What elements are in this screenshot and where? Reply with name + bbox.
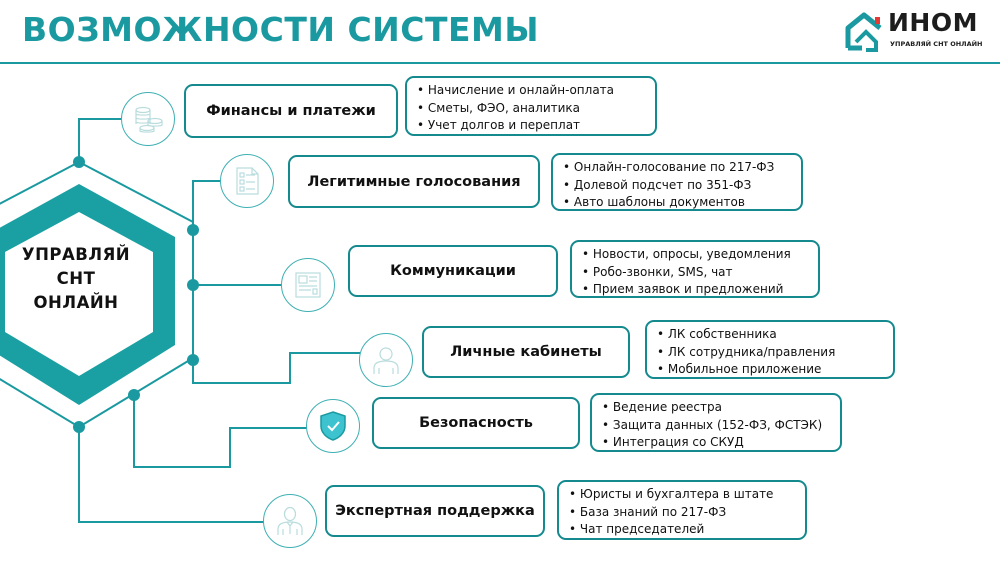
node-dot [73, 156, 85, 168]
details-voting: Онлайн-голосование по 217-ФЗ Долевой под… [551, 153, 803, 211]
details-accounts: ЛК собственника ЛК сотрудника/правления … [645, 320, 895, 379]
connector-security [133, 395, 313, 468]
details-security: Ведение реестра Защита данных (152-ФЗ, Ф… [590, 393, 842, 452]
detail-item: Мобильное приложение [657, 361, 893, 379]
center-label-line: УПРАВЛЯЙ [21, 245, 131, 264]
newsletter-icon [295, 272, 321, 298]
feature-expert: Экспертная поддержка [325, 485, 545, 537]
detail-item: Юристы и бухгалтера в штате [569, 486, 805, 504]
detail-item: Робо-звонки, SMS, чат [582, 264, 818, 282]
detail-item: База знаний по 217-ФЗ [569, 504, 805, 522]
voting-icon-circle [220, 154, 274, 208]
accounts-icon-circle [359, 333, 413, 387]
feature-communications: Коммуникации [348, 245, 558, 297]
node-dot [128, 389, 140, 401]
detail-item: Ведение реестра [602, 399, 840, 417]
detail-item: Начисление и онлайн-оплата [417, 82, 655, 100]
detail-item: Защита данных (152-ФЗ, ФСТЭК) [602, 417, 840, 435]
detail-item: Интеграция со СКУД [602, 434, 840, 452]
connector-finance [78, 118, 122, 162]
detail-item: Долевой подсчет по 351-ФЗ [563, 177, 801, 195]
center-label: УПРАВЛЯЙ СНТ ОНЛАЙН [16, 243, 136, 315]
coins-icon [135, 106, 163, 133]
communications-icon-circle [281, 258, 335, 312]
feature-voting: Легитимные голосования [288, 155, 540, 208]
center-hexagon-inner [5, 212, 153, 376]
expert-person-icon [277, 506, 303, 535]
finance-icon-circle [121, 92, 175, 146]
detail-item: ЛК сотрудника/правления [657, 344, 893, 362]
details-finance: Начисление и онлайн-оплата Сметы, ФЭО, а… [405, 76, 657, 136]
logo: ИНОМ УПРАВЛЯЙ СНТ ОНЛАЙН [842, 8, 992, 55]
node-dot [187, 224, 199, 236]
header-divider [0, 62, 1000, 64]
node-dot [73, 421, 85, 433]
page-title: ВОЗМОЖНОСТИ СИСТЕМЫ [22, 10, 540, 49]
expert-icon-circle [263, 494, 317, 548]
detail-item: Учет долгов и переплат [417, 117, 655, 135]
detail-item: Сметы, ФЭО, аналитика [417, 100, 655, 118]
checklist-document-icon [236, 167, 259, 195]
center-label-line: СНТ [56, 269, 96, 288]
feature-security: Безопасность [372, 397, 580, 449]
detail-item: Прием заявок и предложений [582, 281, 818, 299]
connector-voting [192, 180, 222, 222]
node-dot [187, 354, 199, 366]
detail-item: Чат председателей [569, 521, 805, 539]
detail-item: Авто шаблоны документов [563, 194, 801, 212]
logo-tagline: УПРАВЛЯЙ СНТ ОНЛАЙН [890, 40, 983, 48]
connector-accounts [192, 352, 360, 384]
feature-finance: Финансы и платежи [184, 84, 398, 138]
detail-item: Онлайн-голосование по 217-ФЗ [563, 159, 801, 177]
user-icon [373, 347, 399, 374]
center-label-line: ОНЛАЙН [33, 293, 119, 312]
details-expert: Юристы и бухгалтера в штате База знаний … [557, 480, 807, 540]
logo-name: ИНОМ [888, 8, 978, 37]
connector-expert [78, 427, 265, 523]
house-logo-icon [845, 12, 882, 52]
details-communications: Новости, опросы, уведомления Робо-звонки… [570, 240, 820, 298]
node-dot [187, 279, 199, 291]
security-icon-circle [306, 399, 360, 453]
detail-item: ЛК собственника [657, 326, 893, 344]
feature-accounts: Личные кабинеты [422, 326, 630, 378]
detail-item: Новости, опросы, уведомления [582, 246, 818, 264]
shield-check-icon [320, 411, 346, 441]
